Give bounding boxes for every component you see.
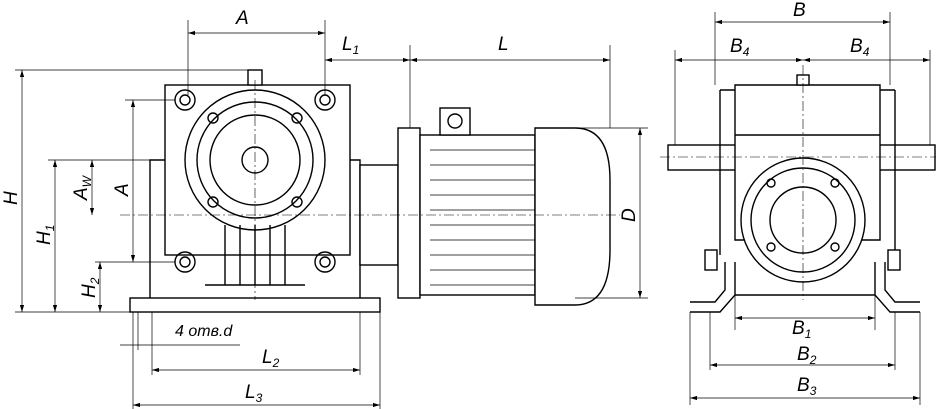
label-L1: L <box>342 34 353 55</box>
gearbox-housing <box>164 84 351 256</box>
svg-text:B4: B4 <box>730 36 750 59</box>
label-L2: L <box>262 347 273 368</box>
label-H: H <box>1 191 22 205</box>
svg-text:AW: AW <box>71 174 94 201</box>
label-B: B <box>793 0 806 21</box>
front-view <box>120 69 620 313</box>
label-B1: B <box>792 318 805 339</box>
terminal-box <box>439 107 471 136</box>
label-B2: B <box>797 344 810 365</box>
svg-text:H1: H1 <box>34 225 57 245</box>
side-labels: B B4 B4 B1 B2 B3 <box>730 0 870 398</box>
shaft-left <box>667 144 739 171</box>
label-H2: H <box>79 284 100 298</box>
fan-cover <box>534 127 611 306</box>
label-D: D <box>619 208 640 222</box>
svg-text:B3: B3 <box>797 375 817 398</box>
label-B3: B <box>797 375 810 396</box>
label-holes: 4 отв.d <box>175 323 233 340</box>
svg-text:B4: B4 <box>850 36 870 59</box>
label-L: L <box>498 34 509 55</box>
svg-text:H2: H2 <box>79 277 102 298</box>
side-view <box>660 65 936 313</box>
label-A-top: A <box>235 8 249 29</box>
svg-text:L1: L1 <box>342 34 359 57</box>
label-B4-right: B <box>850 36 863 57</box>
front-dimensions <box>15 20 648 409</box>
side-dimensions <box>674 12 931 405</box>
flange-bolts <box>207 112 303 208</box>
label-H1: H <box>34 231 55 245</box>
svg-text:B2: B2 <box>797 344 817 367</box>
shaft-right <box>877 144 936 171</box>
label-Aw: A <box>71 187 92 201</box>
label-A-side: A <box>112 183 133 197</box>
label-L3: L <box>245 382 256 403</box>
svg-text:B1: B1 <box>792 318 811 341</box>
svg-text:L2: L2 <box>262 347 280 370</box>
base-plate <box>129 297 381 313</box>
svg-text:L3: L3 <box>245 382 263 405</box>
label-B4-left: B <box>730 36 743 57</box>
motor-flange <box>397 127 421 299</box>
front-labels: A L1 L H H1 AW A H2 D 4 отв.d L2 L3 <box>1 8 640 405</box>
